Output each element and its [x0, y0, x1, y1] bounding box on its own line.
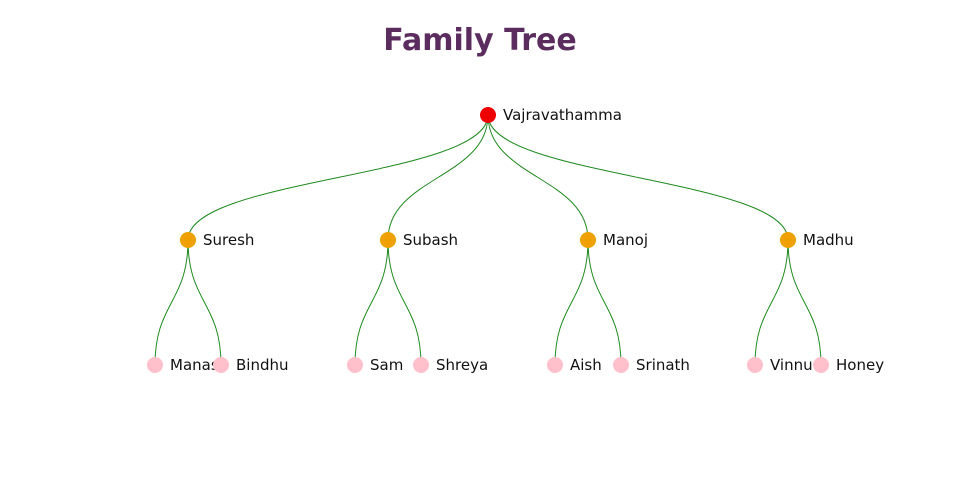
link-suresh-bindhu [187, 239, 222, 366]
node-label-bindhu: Bindhu [236, 356, 289, 374]
link-madhu-honey [787, 239, 822, 366]
link-vajravathamma-suresh [187, 114, 489, 241]
tree-node-shreya[interactable]: Shreya [413, 356, 488, 374]
node-circle-subash[interactable] [380, 232, 396, 248]
diagram-title: Family Tree [383, 23, 577, 58]
node-circle-srinath[interactable] [613, 357, 629, 373]
link-manoj-aish [554, 239, 589, 366]
tree-node-suresh[interactable]: Suresh [180, 231, 254, 249]
node-label-madhu: Madhu [803, 231, 854, 249]
tree-node-subash[interactable]: Subash [380, 231, 458, 249]
node-label-srinath: Srinath [636, 356, 690, 374]
node-label-aish: Aish [570, 356, 602, 374]
node-label-sam: Sam [370, 356, 403, 374]
node-circle-aish[interactable] [547, 357, 563, 373]
link-vajravathamma-manoj [487, 114, 589, 241]
tree-node-srinath[interactable]: Srinath [613, 356, 690, 374]
node-label-suresh: Suresh [203, 231, 254, 249]
link-vajravathamma-subash [387, 114, 489, 241]
node-circle-vajravathamma[interactable] [480, 107, 496, 123]
tree-node-sam[interactable]: Sam [347, 356, 403, 374]
link-suresh-manasa [154, 239, 189, 366]
node-label-manasa: Manasa [170, 356, 228, 374]
node-label-vajravathamma: Vajravathamma [503, 106, 622, 124]
tree-node-manoj[interactable]: Manoj [580, 231, 648, 249]
link-subash-shreya [387, 239, 422, 366]
link-manoj-srinath [587, 239, 622, 366]
tree-node-vajravathamma[interactable]: Vajravathamma [480, 106, 622, 124]
node-label-vinnu: Vinnu [770, 356, 813, 374]
tree-node-vinnu[interactable]: Vinnu [747, 356, 813, 374]
node-circle-vinnu[interactable] [747, 357, 763, 373]
link-madhu-vinnu [754, 239, 789, 366]
tree-node-madhu[interactable]: Madhu [780, 231, 854, 249]
link-subash-sam [354, 239, 389, 366]
node-circle-manoj[interactable] [580, 232, 596, 248]
tree-node-bindhu[interactable]: Bindhu [213, 356, 289, 374]
node-label-subash: Subash [403, 231, 458, 249]
node-label-shreya: Shreya [436, 356, 488, 374]
node-circle-honey[interactable] [813, 357, 829, 373]
node-label-honey: Honey [836, 356, 884, 374]
node-circle-sam[interactable] [347, 357, 363, 373]
tree-node-manasa[interactable]: Manasa [147, 356, 228, 374]
node-circle-madhu[interactable] [780, 232, 796, 248]
node-label-manoj: Manoj [603, 231, 648, 249]
node-circle-manasa[interactable] [147, 357, 163, 373]
node-circle-bindhu[interactable] [213, 357, 229, 373]
tree-node-aish[interactable]: Aish [547, 356, 602, 374]
links-layer [154, 114, 822, 366]
node-circle-shreya[interactable] [413, 357, 429, 373]
tree-node-honey[interactable]: Honey [813, 356, 884, 374]
link-vajravathamma-madhu [487, 114, 789, 241]
node-circle-suresh[interactable] [180, 232, 196, 248]
